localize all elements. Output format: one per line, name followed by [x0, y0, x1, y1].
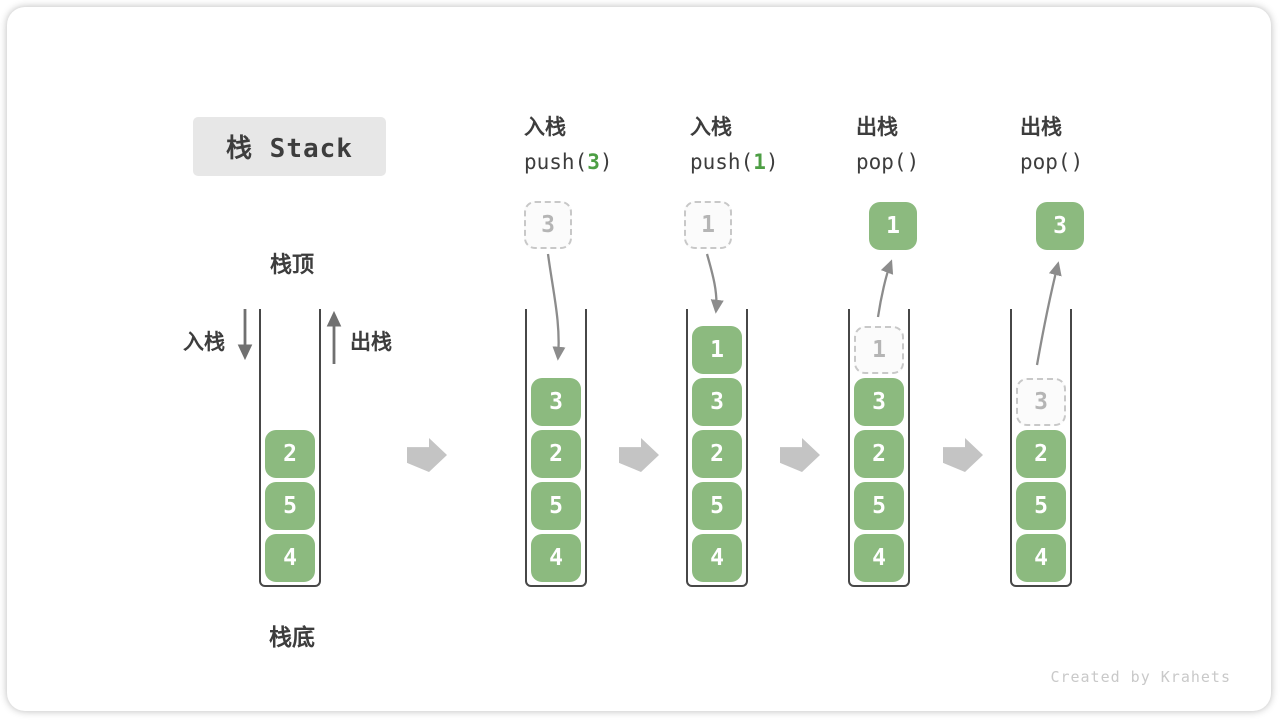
stack-cell-3: 3 [692, 378, 742, 426]
column-header-after-push-3: 入栈 push(3) [524, 110, 613, 180]
stack-cell-5: 5 [1016, 482, 1066, 530]
stack-container-after-pop-3 [1010, 309, 1072, 587]
operation-code-label: pop() [1020, 150, 1084, 174]
diagram-card: 栈 Stack 栈顶 栈底 入栈 出栈 Created by Krahets 2… [7, 7, 1271, 711]
floating-ghost-element-3: 3 [524, 201, 572, 249]
operation-name-label: 入栈 [690, 115, 732, 139]
next-step-arrow-icon [780, 438, 820, 472]
stack-cell-2: 2 [531, 430, 581, 478]
code-argument: 1 [753, 150, 766, 174]
diagram-title: 栈 Stack [193, 117, 386, 176]
next-step-arrow-icon [943, 438, 983, 472]
operation-code-label: push(3) [524, 150, 613, 174]
arrows-overlay [237, 253, 1062, 366]
column-header-after-pop-1: 出栈 pop() [856, 110, 919, 180]
stack-cell-2: 2 [854, 430, 904, 478]
push-1-flow-arrow [705, 253, 724, 314]
stack-container-after-pop-1 [848, 309, 910, 587]
floating-ghost-element-1: 1 [684, 201, 732, 249]
stack-cell-3: 3 [531, 378, 581, 426]
operation-name-label: 入栈 [524, 115, 566, 139]
next-step-arrow-icon [619, 438, 659, 472]
stack-cell-4: 4 [1016, 534, 1066, 582]
stack-cell-4: 4 [531, 534, 581, 582]
stack-cell-2: 2 [1016, 430, 1066, 478]
floating-popped-element-1: 1 [869, 202, 917, 250]
stack-cell-5: 5 [265, 482, 315, 530]
push-side-label: 入栈 [183, 330, 225, 354]
next-step-arrow-icon [407, 438, 447, 472]
stack-container-initial-stack [259, 309, 321, 587]
stack-cell-5: 5 [531, 482, 581, 530]
ghost-cell-3: 3 [1016, 378, 1066, 426]
stack-cell-4: 4 [265, 534, 315, 582]
stack-container-after-push-1 [686, 309, 748, 587]
stack-cell-1: 1 [692, 326, 742, 374]
ghost-cell-1: 1 [854, 326, 904, 374]
code-argument: 3 [587, 150, 600, 174]
operation-name-label: 出栈 [1020, 115, 1062, 139]
stack-cell-2: 2 [692, 430, 742, 478]
stack-bottom-label: 栈底 [269, 625, 315, 651]
stack-cell-4: 4 [854, 534, 904, 582]
stack-cell-4: 4 [692, 534, 742, 582]
pop-side-label: 出栈 [350, 330, 392, 354]
floating-popped-element-3: 3 [1036, 202, 1084, 250]
column-header-after-push-1: 入栈 push(1) [690, 110, 779, 180]
stack-container-after-push-3 [525, 309, 587, 587]
stack-top-label: 栈顶 [269, 253, 314, 278]
operation-code-label: pop() [856, 150, 920, 174]
stack-cell-5: 5 [854, 482, 904, 530]
watermark: Created by Krahets [1050, 668, 1231, 686]
operation-code-label: push(1) [690, 150, 779, 174]
column-header-after-pop-3: 出栈 pop() [1020, 110, 1083, 180]
stack-cell-2: 2 [265, 430, 315, 478]
stack-cell-3: 3 [854, 378, 904, 426]
stack-cell-5: 5 [692, 482, 742, 530]
operation-name-label: 出栈 [856, 115, 898, 139]
